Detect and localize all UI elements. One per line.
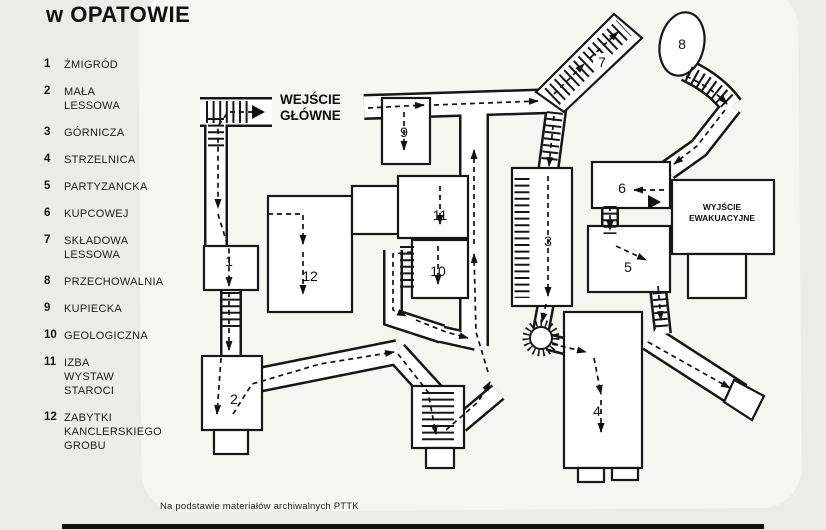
exit-label-line1: WYJŚCIE [703, 201, 742, 212]
legend-item-2: 2 MAŁA LESSOWA [44, 85, 184, 113]
legend-item-8: 8 PRZECHOWALNIA [44, 275, 184, 289]
room-number-6: 6 [618, 180, 626, 196]
room-number-10: 10 [430, 263, 446, 279]
legend-item-12: 12 ZABYTKI KANCLERSKIEGO GROBU [44, 411, 184, 453]
legend-label: SKŁADOWA LESSOWA [64, 235, 129, 261]
room-number-2: 2 [230, 391, 238, 407]
legend-label: PRZECHOWALNIA [64, 276, 164, 288]
legend-item-3: 3 GÓRNICZA [44, 126, 184, 140]
page-title: w OPATOWIE [46, 2, 191, 27]
legend-item-10: 10 GEOLOGICZNA [44, 329, 184, 343]
legend-label: KUPIECKA [64, 303, 123, 315]
entrance-arrow-icon [252, 105, 265, 119]
exit-label-line2: EWAKUACYJNE [689, 213, 755, 223]
room-number-3: 3 [544, 233, 552, 249]
bottom-rule [62, 524, 764, 529]
exit-arrow-icon [648, 195, 661, 209]
legend-item-11: 11 IZBA WYSTAW STAROCI [44, 356, 184, 398]
legend-label: PARTYZANCKA [64, 181, 148, 193]
room-number-7: 7 [598, 54, 606, 70]
legend-number: 5 [44, 180, 51, 192]
legend-item-9: 9 KUPIECKA [44, 302, 184, 316]
legend-item-4: 4 STRZELNICA [44, 153, 184, 167]
room-number-9: 9 [400, 124, 408, 140]
legend: 1 ŻMIGRÓD 2 MAŁA LESSOWA 3 GÓRNICZA 4 STRZEL… [44, 58, 184, 466]
room-number-5: 5 [624, 259, 632, 275]
legend-item-5: 5 PARTYZANCKA [44, 180, 184, 194]
legend-item-6: 6 KUPCOWEJ [44, 207, 184, 221]
legend-number: 4 [44, 153, 51, 165]
well [522, 319, 560, 357]
room-number-12: 12 [302, 268, 318, 284]
legend-label: IZBA WYSTAW STAROCI [64, 357, 115, 397]
room-number-1: 1 [225, 253, 233, 269]
room-7-label-backing [593, 53, 611, 71]
legend-label: MAŁA LESSOWA [64, 86, 121, 112]
entrance-label-line2: GŁÓWNE [280, 108, 341, 123]
legend-number: 9 [44, 302, 51, 314]
legend-number: 7 [44, 234, 51, 246]
legend-number: 10 [44, 329, 57, 341]
legend-item-1: 1 ŻMIGRÓD [44, 58, 184, 72]
legend-label: GÓRNICZA [64, 127, 125, 139]
room-number-8: 8 [678, 36, 686, 52]
chamber-outlines [200, 11, 776, 484]
source-note: Na podstawie materiałów archiwalnych PTT… [160, 501, 359, 512]
legend-label: ŻMIGRÓD [64, 59, 119, 71]
room-numbers: 1 2 3 4 5 6 7 8 9 10 11 12 [225, 36, 686, 419]
legend-number: 8 [44, 275, 51, 287]
legend-label: STRZELNICA [64, 154, 136, 166]
legend-number: 2 [44, 85, 51, 97]
legend-label: KUPCOWEJ [64, 208, 129, 220]
legend-label: GEOLOGICZNA [64, 330, 148, 342]
tour-route-dashes [214, 31, 731, 435]
map-labels: WEJŚCIE GŁÓWNE WYJŚCIE EWAKUACYJNE [280, 92, 755, 223]
legend-number: 3 [44, 126, 51, 138]
entrance-label-line1: WEJŚCIE [280, 92, 341, 107]
legend-item-7: 7 SKŁADOWA LESSOWA [44, 234, 184, 262]
legend-number: 11 [44, 356, 57, 368]
legend-number: 12 [44, 411, 57, 423]
legend-number: 1 [44, 58, 51, 70]
legend-number: 6 [44, 207, 51, 219]
room-number-11: 11 [433, 207, 448, 223]
room-number-4: 4 [593, 403, 601, 419]
legend-label: ZABYTKI KANCLERSKIEGO GROBU [64, 412, 163, 452]
